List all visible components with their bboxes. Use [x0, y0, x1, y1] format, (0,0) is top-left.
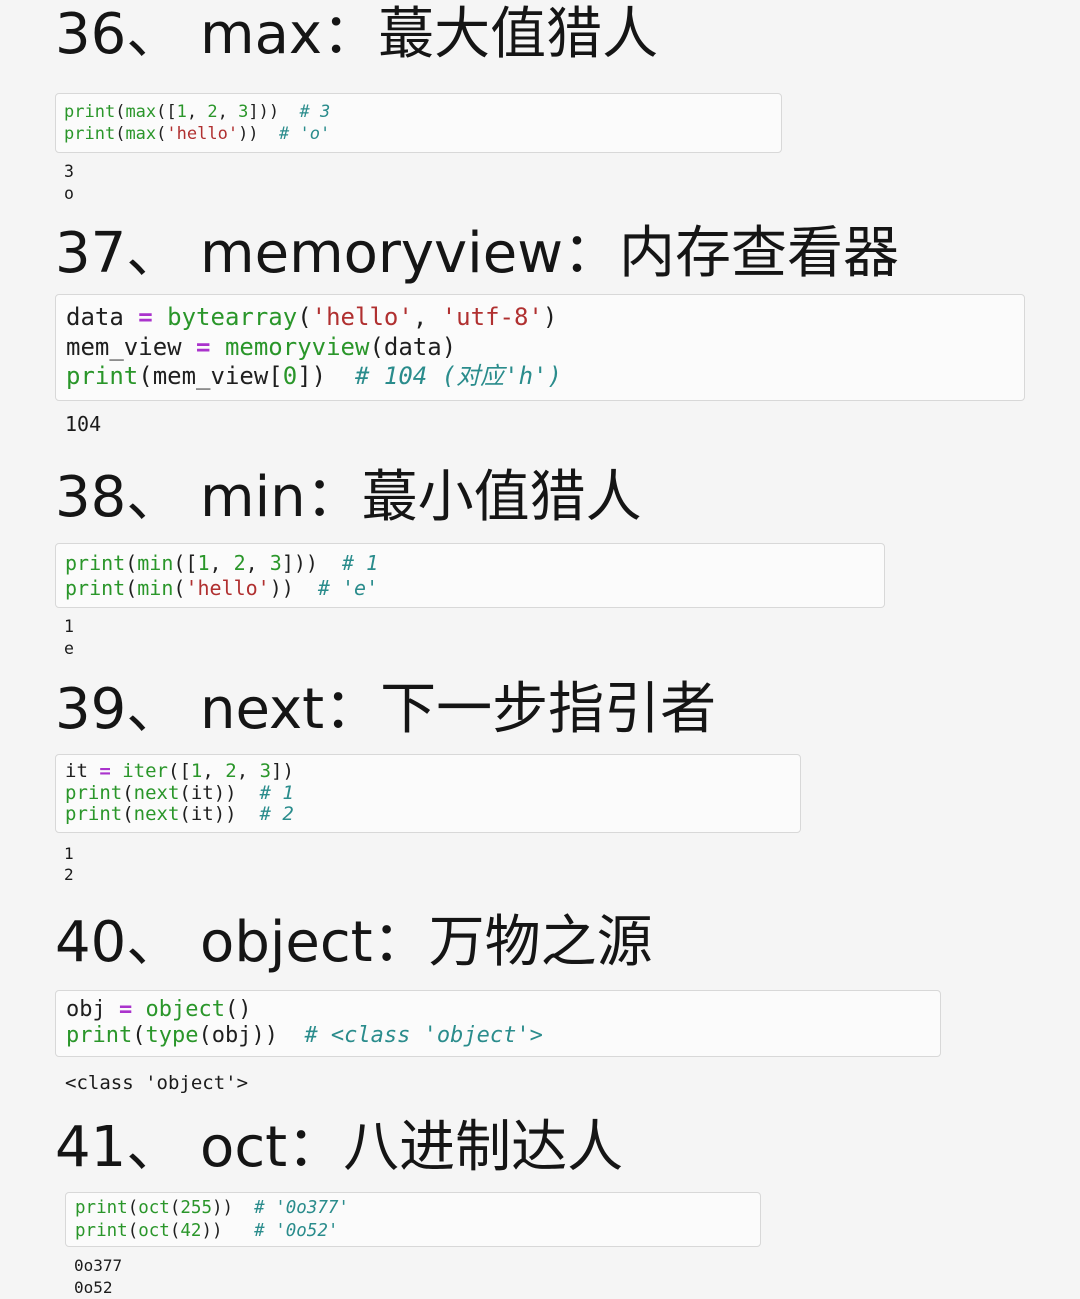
section-38-min: 38、 min：蕞小值猎人 print(min([1, 2, 3])) # 1 …	[55, 464, 1080, 661]
section-38-code-cell: print(min([1, 2, 3])) # 1 print(min('hel…	[55, 543, 885, 609]
section-37-memoryview: 37、 memoryview：内存查看器 data = bytearray('h…	[55, 223, 1080, 436]
section-39-output: 1 2	[64, 843, 74, 885]
section-38-output: 1 e	[64, 617, 74, 659]
section-39-next: 39、 next：下一步指引者 it = iter([1, 2, 3]) pri…	[55, 676, 1080, 886]
section-40-output: <class 'object'>	[65, 1071, 249, 1094]
section-41-code-cell: print(oct(255)) # '0o377' print(oct(42))…	[65, 1191, 761, 1248]
section-37-output: 104	[65, 411, 102, 436]
section-40-code-cell: obj = object() print(type(obj)) # <class…	[55, 989, 941, 1057]
section-39-heading: 39、 next：下一步指引者	[55, 676, 717, 742]
section-40-heading: 40、 object：万物之源	[55, 910, 653, 976]
section-40-object: 40、 object：万物之源 obj = object() print(typ…	[55, 910, 1080, 1095]
section-41-oct: 41、 oct：八进制达人 print(oct(255)) # '0o377' …	[55, 1117, 1080, 1298]
section-36-output: 3 o	[64, 161, 74, 204]
section-37-code-cell: data = bytearray('hello', 'utf-8') mem_v…	[55, 294, 1025, 401]
section-36-heading: 36、 max：蕞大值猎人	[55, 2, 659, 67]
section-36-code-cell: print(max([1, 2, 3])) # 3 print(max('hel…	[55, 92, 782, 153]
section-41-output: 0o377 0o52	[74, 1256, 123, 1298]
section-38-heading: 38、 min：蕞小值猎人	[55, 464, 642, 530]
section-37-heading: 37、 memoryview：内存查看器	[55, 221, 899, 287]
section-36-max: 36、 max：蕞大值猎人 print(max([1, 2, 3])) # 3 …	[55, 2, 1080, 205]
section-39-code-cell: it = iter([1, 2, 3]) print(next(it)) # 1…	[55, 754, 801, 833]
section-41-heading: 41、 oct：八进制达人	[55, 1115, 624, 1181]
